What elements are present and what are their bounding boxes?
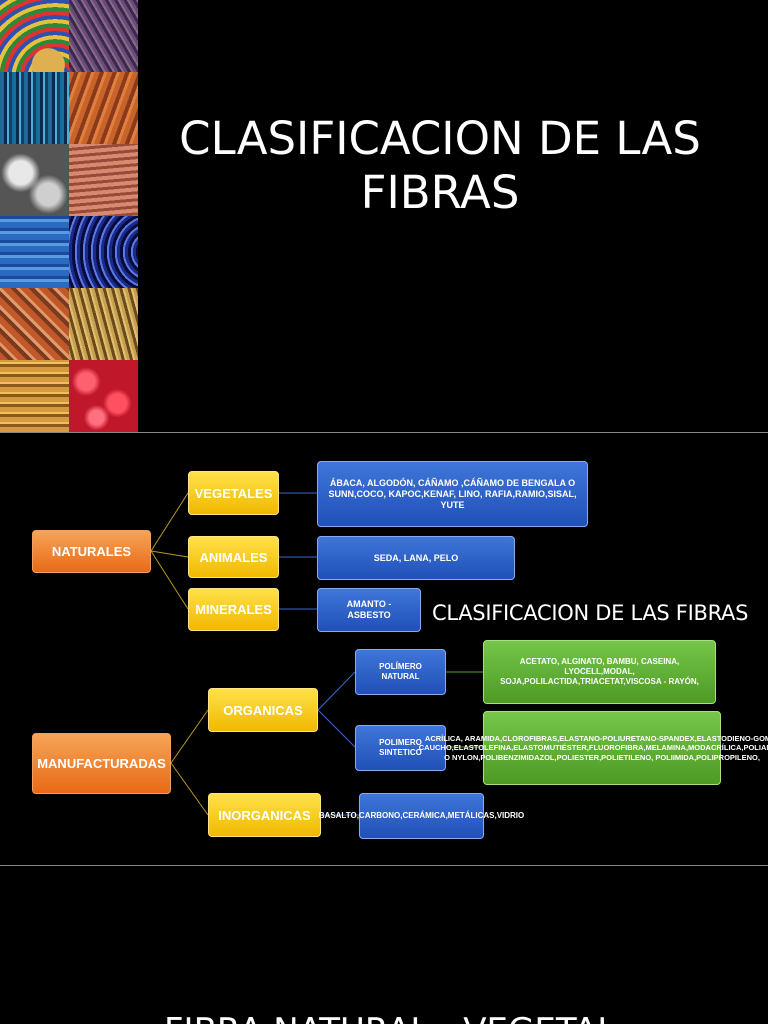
naturales-box: NATURALES bbox=[32, 530, 151, 573]
organicas-box: ORGANICAS bbox=[208, 688, 318, 732]
polimero-sintetico-list-box: ACRÍLICA, ARAMIDA,CLOROFIBRAS,ELASTANO-P… bbox=[419, 711, 768, 785]
mosaic-tile bbox=[69, 360, 138, 432]
slide-divider bbox=[0, 432, 768, 433]
vegetales-list-box: ÁBACA, ALGODÓN, CÁÑAMO ,CÁÑAMO DE BENGAL… bbox=[317, 461, 588, 527]
inorganicas-box: INORGANICAS bbox=[208, 793, 321, 837]
mosaic-tile bbox=[69, 144, 138, 216]
mosaic-tile bbox=[0, 72, 69, 144]
slide-divider bbox=[0, 865, 768, 866]
minerales-box: MINERALES bbox=[188, 588, 279, 631]
polimero-natural-box: POLÍMERO NATURAL bbox=[355, 649, 446, 695]
mosaic-tile bbox=[0, 0, 69, 72]
mosaic-tile bbox=[0, 360, 69, 432]
vegetales-box: VEGETALES bbox=[188, 471, 279, 515]
mosaic-tile bbox=[69, 288, 138, 360]
diagram-title: CLASIFICACION DE LAS FIBRAS bbox=[432, 601, 749, 625]
animales-list-box: SEDA, LANA, PELO bbox=[317, 536, 515, 580]
slide-title-heading: CLASIFICACION DE LAS FIBRAS bbox=[179, 112, 701, 219]
fiber-photo-mosaic bbox=[0, 0, 138, 432]
minerales-list-box: AMANTO - ASBESTO bbox=[317, 588, 421, 632]
inorganicas-list-box: BASALTO,CARBONO,CERÁMICA,METÁLICAS,VIDRI… bbox=[319, 793, 524, 839]
polimero-sintetico-box: POLIMERO SINTETICO bbox=[355, 725, 446, 771]
slide-fibra-natural-vegetal: FIBRA NATURAL - VEGETAL bbox=[0, 866, 768, 1024]
polimero-natural-list-box: ACETATO, ALGINATO, BAMBU, CASEINA, LYOCE… bbox=[483, 640, 716, 704]
mosaic-tile bbox=[0, 288, 69, 360]
slide3-heading: FIBRA NATURAL - VEGETAL bbox=[164, 1011, 616, 1024]
mosaic-tile bbox=[69, 72, 138, 144]
mosaic-tile bbox=[69, 216, 138, 288]
manufacturadas-box: MANUFACTURADAS bbox=[32, 733, 171, 794]
mosaic-tile bbox=[0, 144, 69, 216]
mosaic-tile bbox=[0, 216, 69, 288]
slide-classification-diagram: NATURALES VEGETALES ANIMALES MINERALES Á… bbox=[0, 433, 768, 865]
connector-lines bbox=[150, 492, 483, 816]
slide-title: CLASIFICACION DE LAS FIBRAS bbox=[0, 0, 768, 432]
animales-box: ANIMALES bbox=[188, 536, 279, 578]
mosaic-tile bbox=[69, 0, 138, 72]
